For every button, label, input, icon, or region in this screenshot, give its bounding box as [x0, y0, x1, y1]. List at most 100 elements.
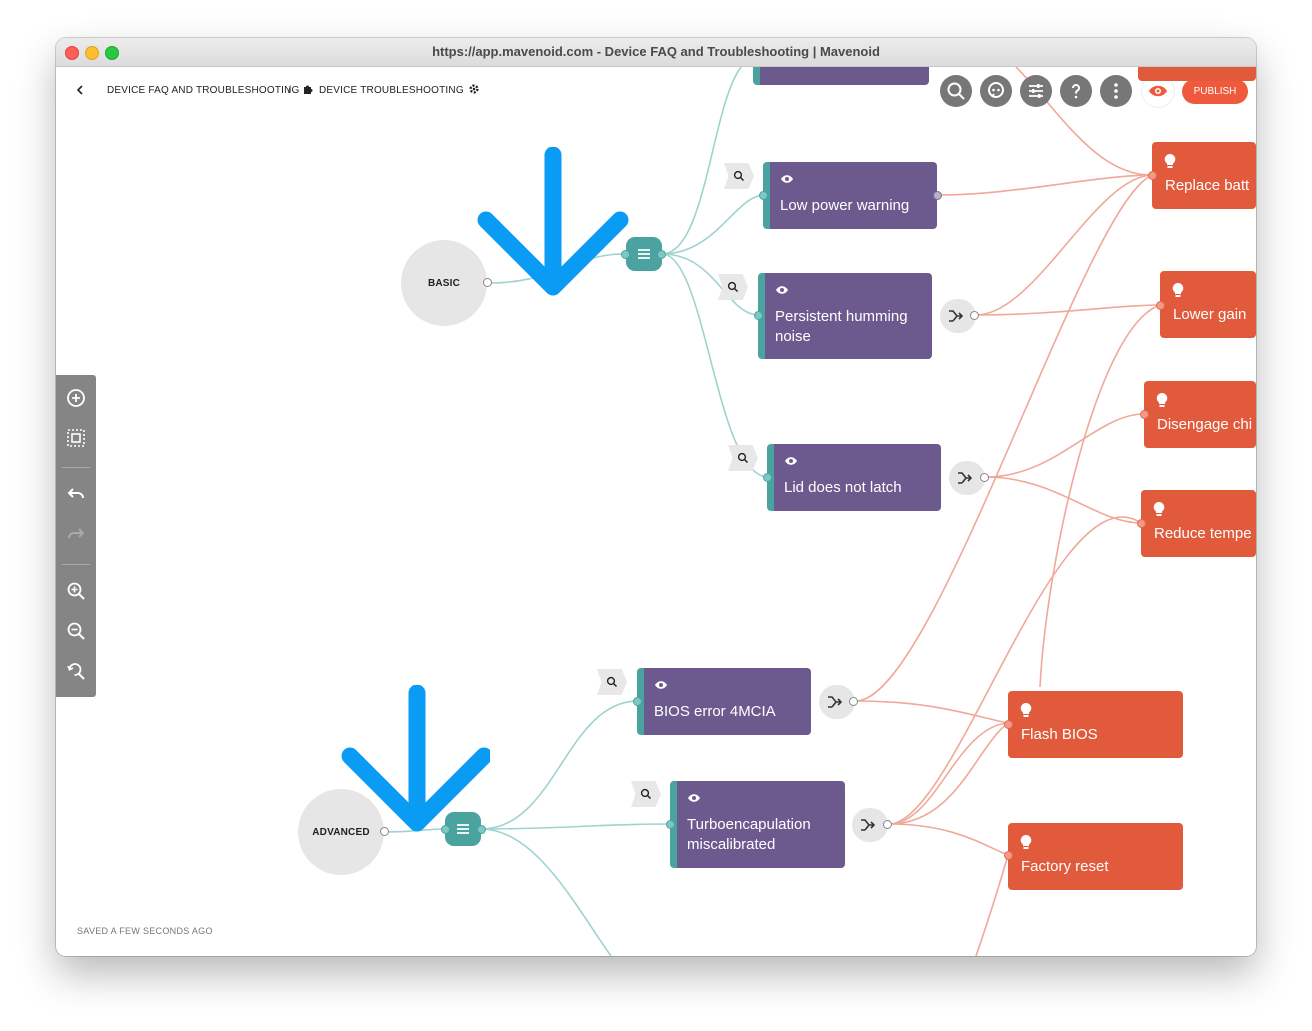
question-label: on: [770, 67, 921, 73]
breadcrumb-separator: /: [288, 85, 291, 96]
eye-icon: [688, 794, 700, 802]
question-node-low-power[interactable]: Low power warning: [763, 162, 937, 229]
link-menu-bottom: [480, 828, 612, 956]
link-humming-lowergain: [975, 304, 1161, 316]
search-tag[interactable]: [724, 163, 754, 189]
port[interactable]: [1148, 171, 1157, 180]
link-menu-humming: [661, 253, 760, 316]
split-icon: [861, 819, 875, 831]
port[interactable]: [666, 820, 675, 829]
port[interactable]: [759, 191, 768, 200]
save-status: SAVED A FEW SECONDS AGO: [77, 926, 213, 936]
annotation-arrow-down-icon: [477, 147, 629, 296]
question-node-lid[interactable]: Lid does not latch: [767, 444, 941, 511]
lightbulb-icon: [1020, 703, 1032, 717]
menu-node-advanced[interactable]: [445, 812, 481, 846]
select-area-button[interactable]: [64, 426, 88, 450]
zoom-reset-button[interactable]: [64, 659, 88, 683]
answer-node-reduce-temp[interactable]: Reduce tempe: [1141, 490, 1256, 557]
port[interactable]: [1004, 720, 1013, 729]
gear-icon[interactable]: [468, 83, 480, 98]
answer-node-lower-gain[interactable]: Lower gain: [1160, 271, 1256, 338]
puzzle-icon: [302, 83, 314, 98]
split-icon: [828, 696, 842, 708]
question-label: Lid does not latch: [784, 479, 902, 496]
minimize-window-button[interactable]: [85, 46, 99, 60]
menu-node-basic[interactable]: [626, 237, 662, 271]
redo-button[interactable]: [64, 523, 88, 547]
link-menu-lid: [661, 253, 769, 478]
search-tag[interactable]: [718, 274, 748, 300]
port[interactable]: [1140, 410, 1149, 419]
assistant-button[interactable]: [980, 75, 1012, 107]
port[interactable]: [1137, 519, 1146, 528]
close-window-button[interactable]: [65, 46, 79, 60]
more-button[interactable]: [1100, 75, 1132, 107]
answer-node-partial[interactable]: [1138, 67, 1256, 81]
eye-icon: [785, 457, 797, 465]
question-node-bios-error[interactable]: BIOS error 4MCIA: [637, 668, 811, 735]
breadcrumb-project[interactable]: DEVICE FAQ AND TROUBLESHOOTING: [107, 85, 300, 96]
split-icon: [949, 310, 963, 322]
zoom-out-button[interactable]: [64, 619, 88, 643]
port[interactable]: [1156, 301, 1165, 310]
port[interactable]: [441, 825, 450, 834]
flow-canvas[interactable]: DEVICE FAQ AND TROUBLESHOOTING / DEVICE …: [56, 67, 1256, 956]
answer-node-flash-bios[interactable]: Flash BIOS: [1008, 691, 1183, 758]
publish-button[interactable]: PUBLISH: [1182, 79, 1248, 104]
zoom-in-button[interactable]: [64, 579, 88, 603]
port[interactable]: [980, 473, 989, 482]
port[interactable]: [380, 827, 389, 836]
split-node[interactable]: [949, 461, 985, 495]
answer-label: Factory reset: [1021, 858, 1109, 875]
link-turbo-flash-2: [888, 722, 1009, 825]
port[interactable]: [1004, 851, 1013, 860]
search-tag[interactable]: [728, 445, 758, 471]
toolbar-divider: [62, 467, 90, 468]
help-icon: [1071, 84, 1080, 99]
port[interactable]: [970, 311, 979, 320]
eye-icon: [1149, 85, 1167, 97]
port[interactable]: [621, 250, 630, 259]
undo-button[interactable]: [64, 483, 88, 507]
answer-node-factory-reset[interactable]: Factory reset: [1008, 823, 1183, 890]
back-button[interactable]: [74, 83, 86, 100]
help-button[interactable]: [1060, 75, 1092, 107]
question-node-partial[interactable]: on: [753, 67, 929, 85]
breadcrumb-flow[interactable]: DEVICE TROUBLESHOOTING: [319, 85, 464, 96]
answer-label: Disengage chi: [1157, 416, 1253, 433]
port[interactable]: [483, 278, 492, 287]
link-menu-turbo: [480, 823, 671, 830]
question-node-turbo[interactable]: Turboencapulation miscalibrated: [670, 781, 845, 868]
port[interactable]: [754, 311, 763, 320]
search-tag[interactable]: [631, 781, 661, 807]
port[interactable]: [657, 250, 666, 259]
link-humming-replace: [975, 174, 1154, 316]
start-node-advanced[interactable]: ADVANCED: [298, 789, 384, 875]
port[interactable]: [933, 191, 942, 200]
question-node-humming[interactable]: Persistent humming noise: [758, 273, 932, 359]
search-icon: [733, 170, 745, 182]
toolbar-divider: [62, 564, 90, 565]
search-button[interactable]: [940, 75, 972, 107]
port[interactable]: [477, 825, 486, 834]
port[interactable]: [633, 697, 642, 706]
link-turbo-reduce: [888, 516, 1142, 825]
port[interactable]: [849, 697, 858, 706]
answer-node-disengage[interactable]: Disengage chi: [1144, 381, 1256, 448]
lightbulb-icon: [1164, 154, 1176, 168]
link-lid-reduce: [985, 476, 1142, 524]
answer-label: Flash BIOS: [1021, 726, 1098, 743]
add-node-button[interactable]: [64, 386, 88, 410]
port[interactable]: [763, 473, 772, 482]
split-node[interactable]: [852, 808, 888, 842]
port[interactable]: [883, 820, 892, 829]
start-node-basic[interactable]: BASIC: [401, 240, 487, 326]
answer-node-replace-battery[interactable]: Replace batt: [1152, 142, 1256, 209]
search-tag[interactable]: [597, 669, 627, 695]
search-icon: [737, 452, 749, 464]
zoom-window-button[interactable]: [105, 46, 119, 60]
lightbulb-icon: [1153, 502, 1165, 516]
window-title: https://app.mavenoid.com - Device FAQ an…: [432, 44, 880, 59]
filters-button[interactable]: [1020, 75, 1052, 107]
